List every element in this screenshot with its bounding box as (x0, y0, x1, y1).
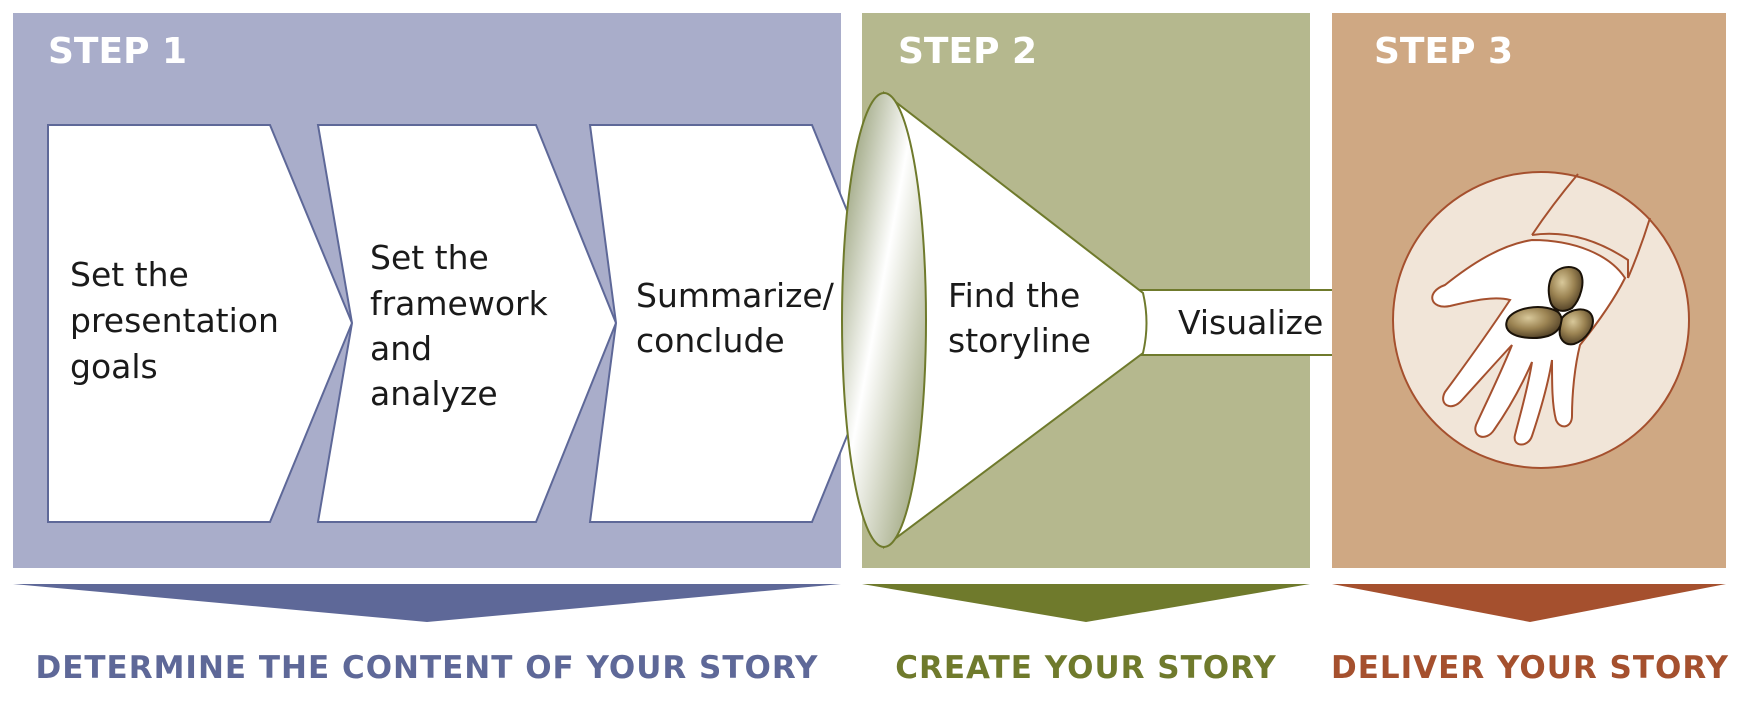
step1-box-1 (47, 124, 354, 523)
step1-box-2 (316, 124, 618, 523)
step3-caption: DELIVER YOUR STORY (1331, 650, 1729, 686)
step3-title: STEP 3 (1374, 31, 1513, 72)
step1-arrow-bar (13, 584, 841, 622)
step1-box-1-text: Set the presentation goals (70, 255, 289, 386)
funnel-text: Find the storyline (948, 276, 1091, 360)
step1-box-3 (588, 124, 895, 523)
step2-arrow-bar (862, 584, 1310, 622)
step1-box-2-text: Set the framework and analyze (370, 238, 558, 413)
step1-box-3-text: Summarize/ conclude (636, 276, 844, 360)
step1-caption: DETERMINE THE CONTENT OF YOUR STORY (35, 650, 818, 686)
visualize-label: Visualize (1178, 303, 1323, 342)
step1-title: STEP 1 (48, 31, 187, 72)
funnel-mouth (841, 92, 927, 548)
funnel-cone (883, 90, 1148, 549)
step2-title: STEP 2 (898, 31, 1037, 72)
step2-caption: CREATE YOUR STORY (895, 650, 1276, 686)
step3-arrow-bar (1332, 584, 1726, 622)
hand-holding-nuggets-icon (1392, 171, 1690, 469)
